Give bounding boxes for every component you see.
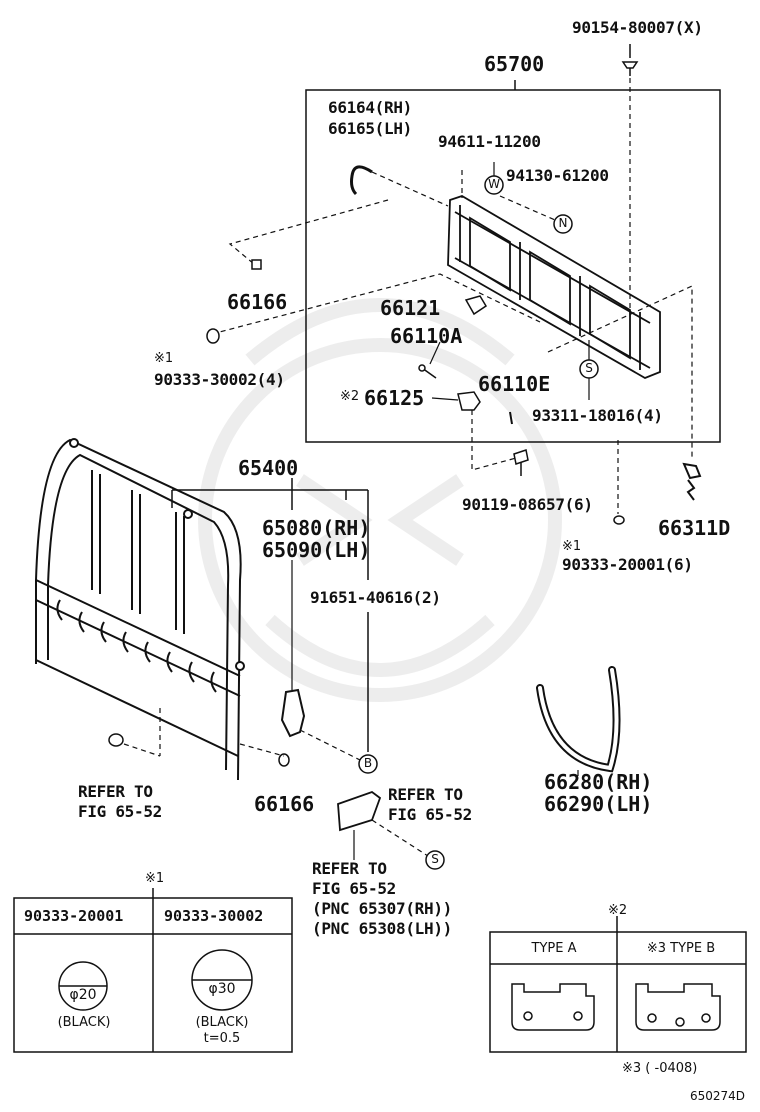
bracket-66121-icon xyxy=(464,295,488,316)
table-hinge-types xyxy=(489,916,747,1053)
label-91651: 91651-40616(2) xyxy=(310,588,441,607)
label-note1-b: ※1 xyxy=(562,539,582,554)
label-66290: 66290(LH) xyxy=(544,792,653,816)
pin-66166-bottom-icon xyxy=(278,753,290,767)
table1-col2-header: 90333-30002 xyxy=(164,907,264,925)
table1-col2-dia: φ30 xyxy=(208,981,236,997)
label-66165: 66165(LH) xyxy=(328,119,412,138)
label-66166-top: 66166 xyxy=(227,290,288,314)
label-refer-bottom-2: FIG 65-52 xyxy=(312,879,396,898)
label-66166-bottom: 66166 xyxy=(254,792,315,816)
bracket-refer-icon xyxy=(337,790,382,832)
figure-id: 650274D xyxy=(690,1089,746,1103)
label-66280: 66280(RH) xyxy=(544,770,653,794)
watermark-emblem xyxy=(198,298,562,702)
leader-66110A xyxy=(429,341,441,365)
table1-col1-color: (BLACK) xyxy=(57,1015,111,1030)
leader-hook xyxy=(371,171,449,207)
bolt-66311D-icon xyxy=(682,462,702,501)
header-board-65400-bracket xyxy=(171,478,369,752)
table2-footnote: ※3 ( -0408) xyxy=(622,1061,698,1076)
label-refer-bottom-4: (PNC 65308(LH)) xyxy=(312,919,452,938)
circle-B-letter: B xyxy=(363,756,373,770)
circle-S2-letter: S xyxy=(431,852,439,866)
hinge-66125-icon xyxy=(457,391,481,411)
label-90333-30002: 90333-30002(4) xyxy=(154,370,285,389)
lock-65080-icon xyxy=(280,688,306,738)
screw-90154-icon xyxy=(621,44,639,76)
label-66125: 66125 xyxy=(364,386,425,410)
header-board-icon xyxy=(35,438,245,781)
label-66110E: 66110E xyxy=(478,372,551,396)
table-clip-sizes xyxy=(13,888,293,1053)
table1-col2-thickness: t=0.5 xyxy=(203,1031,241,1046)
label-refer-bottom-3: (PNC 65307(RH)) xyxy=(312,899,452,918)
table2-note: ※2 xyxy=(608,903,628,918)
label-refer-bottom-1: REFER TO xyxy=(312,859,387,878)
label-65090: 65090(LH) xyxy=(262,538,371,562)
label-66121: 66121 xyxy=(380,296,441,320)
label-65400: 65400 xyxy=(238,456,299,480)
label-note2-a: ※2 xyxy=(340,389,360,404)
leader-66125 xyxy=(431,397,459,401)
leader-lock-B xyxy=(299,729,361,761)
pin-66110E-icon xyxy=(509,411,513,425)
leader-N-to-panel xyxy=(499,195,556,221)
label-refer-left-2: FIG 65-52 xyxy=(78,802,162,821)
leader-bracket-S2 xyxy=(371,819,429,857)
table1-col2-color: (BLACK) xyxy=(195,1015,249,1030)
leader-66125-down xyxy=(471,410,517,471)
cable-66280-icon xyxy=(536,666,621,773)
label-refer-center-1: REFER TO xyxy=(388,785,463,804)
label-66311D: 66311D xyxy=(658,516,731,540)
label-refer-center-2: FIG 65-52 xyxy=(388,805,472,824)
circle-W-letter: W xyxy=(488,177,500,191)
label-66110A: 66110A xyxy=(390,324,463,348)
hook-66164-icon xyxy=(350,165,373,196)
table1-col1-dia: φ20 xyxy=(69,987,97,1003)
circle-S1-letter: S xyxy=(585,361,593,375)
pin-66166-top-icon xyxy=(251,259,262,270)
leader-hook-down xyxy=(228,199,389,265)
table2-col1-header: TYPE A xyxy=(531,941,577,956)
pin-66110A-icon xyxy=(418,364,437,379)
label-65080: 65080(RH) xyxy=(262,516,371,540)
plug-90333-30002-icon xyxy=(206,328,220,344)
label-90119: 90119-08657(6) xyxy=(462,495,593,514)
label-94611: 94611-11200 xyxy=(438,132,541,151)
table2-col2-header: ※3 TYPE B xyxy=(646,941,716,956)
leader-long-dashed xyxy=(211,273,541,335)
leader-66166-bottom xyxy=(239,743,285,757)
leader-S1 xyxy=(547,285,693,460)
clamp-left-icon xyxy=(108,733,124,747)
label-66164: 66164(RH) xyxy=(328,98,412,117)
label-93311: 93311-18016(4) xyxy=(532,406,663,425)
label-note1-a: ※1 xyxy=(154,351,174,366)
circle-B-icon xyxy=(358,754,378,774)
table1-note: ※1 xyxy=(145,871,165,886)
tailgate-panel-icon xyxy=(447,195,661,379)
label-90333-20001: 90333-20001(6) xyxy=(562,555,693,574)
plug-90333-20001-icon xyxy=(613,515,625,525)
circle-N-icon xyxy=(553,214,573,234)
leader-clamp-left-h xyxy=(123,743,161,757)
label-refer-left-1: REFER TO xyxy=(78,782,153,801)
circle-W-icon xyxy=(484,175,504,195)
circle-N-letter: N xyxy=(558,216,568,230)
label-90154: 90154-80007(X) xyxy=(572,18,703,37)
cable-66280-inner xyxy=(538,668,619,771)
table1-col1-header: 90333-20001 xyxy=(24,907,124,925)
label-65700: 65700 xyxy=(484,52,545,76)
bolt-90119-icon xyxy=(513,449,529,476)
label-94130: 94130-61200 xyxy=(506,166,609,185)
tailgate-assembly-box xyxy=(305,80,721,443)
circle-S2-icon xyxy=(425,850,445,870)
